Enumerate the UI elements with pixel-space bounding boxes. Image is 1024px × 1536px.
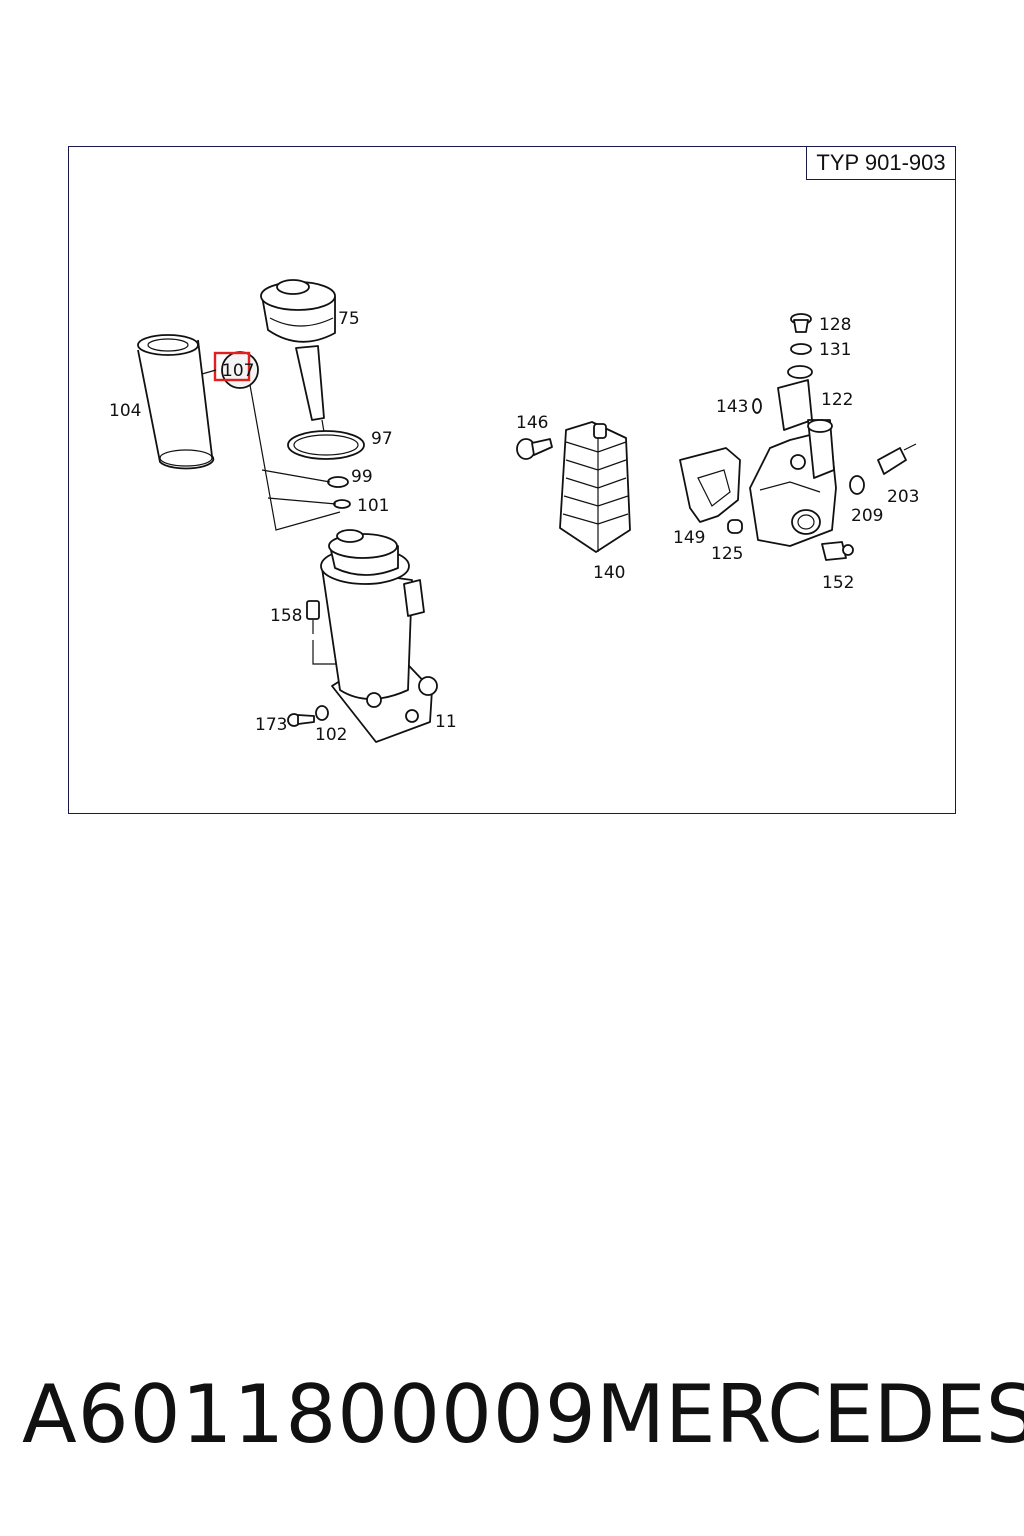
- part-128-cap: [790, 313, 812, 333]
- part-152-sensor: [821, 541, 854, 561]
- part-101-ring: [333, 499, 351, 509]
- callout-149: 149: [673, 528, 705, 548]
- part-11-filter-housing: [320, 529, 438, 743]
- callout-97: 97: [371, 429, 393, 449]
- highlight-box: [213, 351, 251, 382]
- callout-125: 125: [711, 544, 743, 564]
- brand-name: MERCEDES: [596, 1368, 1024, 1461]
- part-149-gasket: [679, 447, 741, 523]
- part-158-sensor: [306, 600, 336, 665]
- part-number: A6011800009: [22, 1368, 597, 1461]
- callout-11: 11: [435, 712, 457, 732]
- part-131-ring: [790, 343, 812, 355]
- part-125-plug: [727, 519, 743, 534]
- part-173-bolt: [287, 713, 315, 727]
- callout-146: 146: [516, 413, 548, 433]
- part-102-washer: [315, 705, 329, 721]
- callout-209: 209: [851, 506, 883, 526]
- callout-131: 131: [819, 340, 851, 360]
- callout-107: 107: [222, 361, 254, 381]
- part-146-bolt: [516, 438, 553, 460]
- part-122-housing: [749, 365, 837, 547]
- part-104-filter-element: [137, 334, 215, 470]
- part-97-o-ring: [287, 430, 365, 460]
- part-107-seal[interactable]: [213, 351, 259, 389]
- callout-152: 152: [822, 573, 854, 593]
- part-143-ring: [752, 398, 762, 414]
- callout-158: 158: [270, 606, 302, 626]
- callout-143: 143: [716, 397, 748, 417]
- callout-173: 173: [255, 715, 287, 735]
- callout-99: 99: [351, 467, 373, 487]
- callout-128: 128: [819, 315, 851, 335]
- callout-101: 101: [357, 496, 389, 516]
- part-75-filter-cap: [260, 279, 336, 450]
- callout-104: 104: [109, 401, 141, 421]
- callout-122: 122: [821, 390, 853, 410]
- callout-140: 140: [593, 563, 625, 583]
- callout-203: 203: [887, 487, 919, 507]
- part-209-ring: [849, 475, 865, 495]
- callout-102: 102: [315, 725, 347, 745]
- type-badge: TYP 901-903: [806, 146, 956, 180]
- part-203-sensor: [877, 443, 917, 475]
- part-140-oil-cooler: [559, 421, 631, 553]
- callout-75: 75: [338, 309, 360, 329]
- part-99-ring: [327, 476, 349, 488]
